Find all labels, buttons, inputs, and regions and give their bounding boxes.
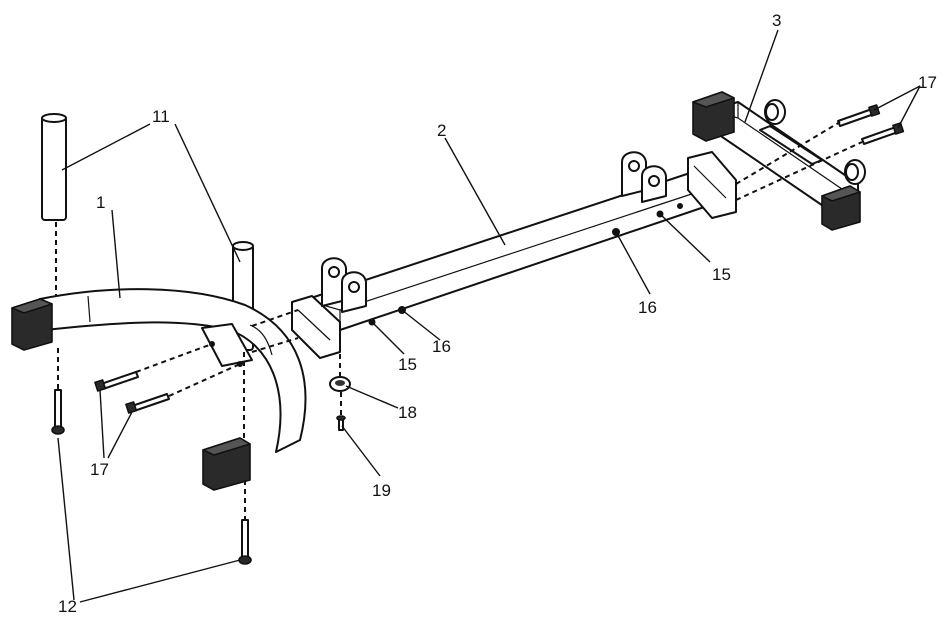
- callout-17-right: 17: [918, 73, 937, 92]
- rear-crossbar: [692, 91, 866, 231]
- callout-15-right: 15: [712, 265, 731, 284]
- callout-12: 12: [58, 597, 77, 616]
- bolt-12-bottom: [238, 519, 252, 565]
- callout-16-right: 16: [638, 298, 657, 317]
- callout-18: 18: [398, 403, 417, 422]
- bolt-12-left: [51, 389, 65, 435]
- callout-11: 11: [152, 107, 170, 126]
- post-left: [41, 113, 67, 221]
- assembly-lines: [55, 121, 863, 520]
- bolt-17-right-b: [861, 122, 905, 145]
- callout-16-left: 16: [432, 337, 451, 356]
- callout-19: 19: [372, 481, 391, 500]
- leader-lines: [57, 29, 921, 603]
- curved-base-frame: [11, 288, 307, 491]
- washer-18: [329, 376, 351, 392]
- callout-1: 1: [96, 193, 105, 212]
- callout-17-left: 17: [90, 460, 109, 479]
- callout-3: 3: [772, 11, 781, 30]
- bolt-17-right-a: [837, 104, 881, 127]
- bolt-17-left-b: [125, 393, 170, 414]
- callout-2: 2: [437, 121, 446, 140]
- callout-15-left: 15: [398, 355, 417, 374]
- main-beam: [291, 151, 737, 359]
- bolt-17-left-a: [94, 371, 139, 392]
- screw-19: [336, 415, 346, 431]
